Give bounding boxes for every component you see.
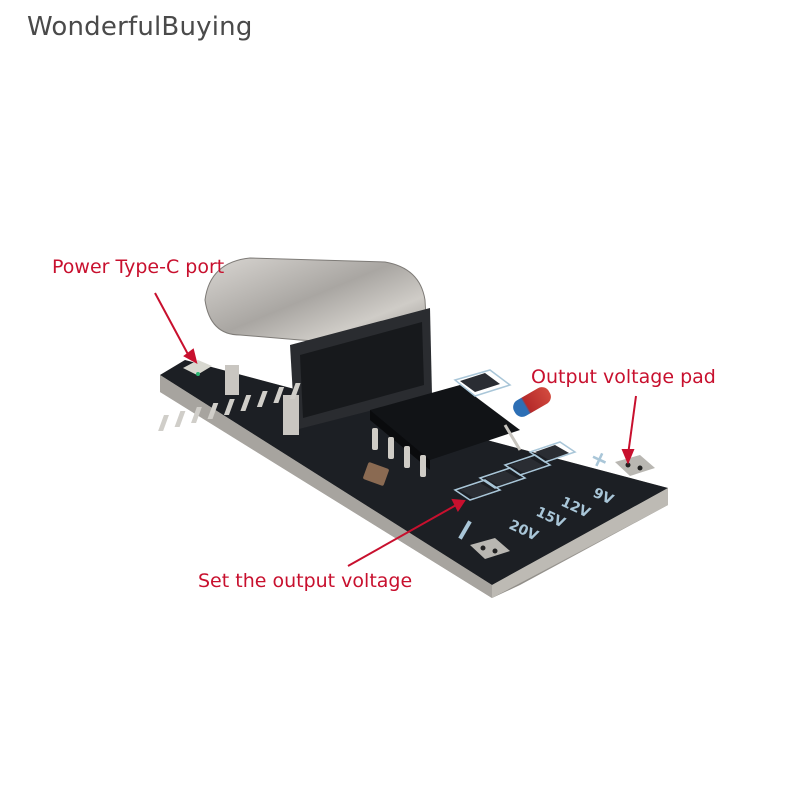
voltage-label-9v: 9V (590, 485, 616, 508)
arrow-head-typec (183, 348, 198, 364)
controller-ic (370, 385, 520, 477)
minus-label (458, 520, 472, 540)
output-voltage-pad-negative (470, 538, 510, 559)
arrow-head-set-voltage (451, 498, 466, 512)
arrow-head-output-pad (621, 449, 635, 465)
annotation-arrows (154, 292, 637, 567)
callout-set-output-voltage: Set the output voltage (198, 570, 413, 592)
brand-watermark: WonderfulBuying (27, 12, 253, 42)
output-voltage-pad-positive (615, 455, 655, 476)
usb-type-c-connector (158, 257, 432, 435)
arrow-set-voltage (347, 503, 459, 567)
led-indicator (183, 360, 212, 376)
diode (503, 387, 551, 451)
callout-power-type-c-port: Power Type-C port (52, 256, 225, 278)
resistors (460, 373, 569, 498)
callout-output-voltage-pad: Output voltage pad (531, 366, 716, 388)
resistor-array (453, 369, 577, 501)
capacitor (363, 462, 389, 486)
arrow-typec (154, 292, 191, 359)
arrow-output-pad (627, 395, 637, 456)
